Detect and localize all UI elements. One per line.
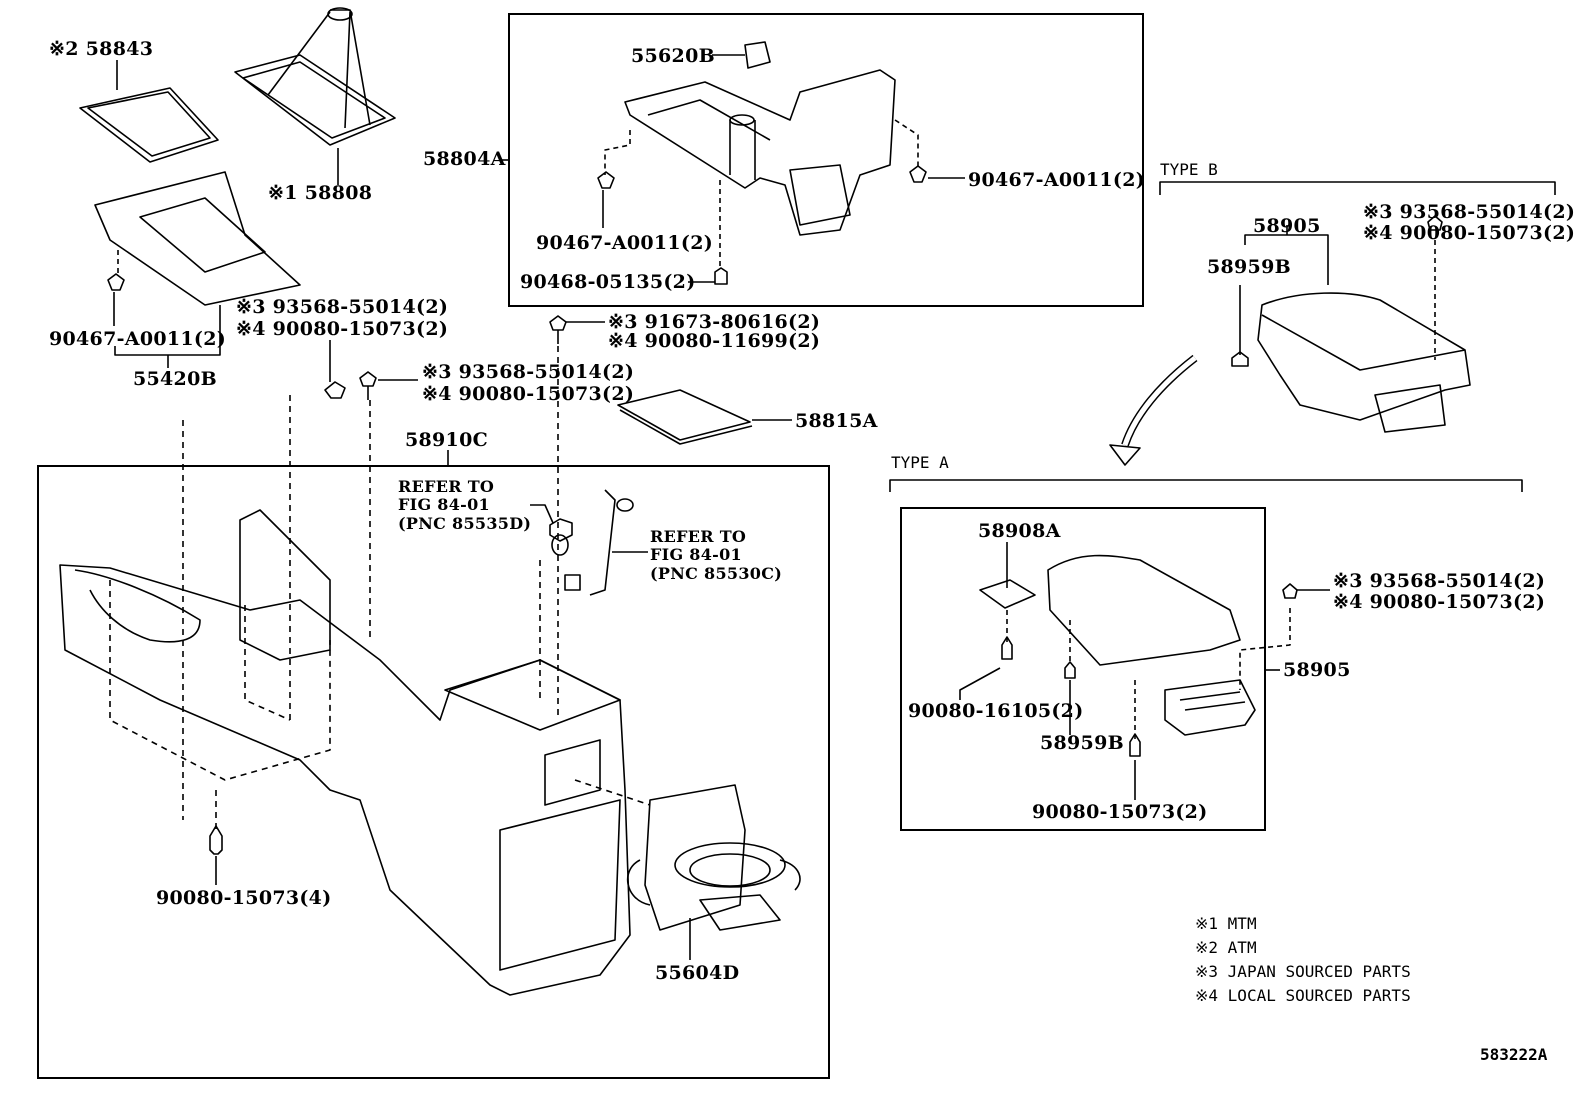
refer-note-2-line1: REFER TO	[650, 527, 747, 546]
figure-id: 583222A	[1480, 1045, 1548, 1064]
type-b-label-screw-japan[interactable]: ※3 93568-55014(2)	[1363, 201, 1576, 223]
label-screw-c-japan[interactable]: ※3 91673-80616(2)	[608, 311, 821, 333]
mat-58815A	[617, 389, 751, 441]
label-55420B[interactable]: 55420B	[133, 368, 217, 390]
screw-a	[324, 381, 346, 399]
shift-boot-58808	[234, 7, 396, 146]
screw-c	[549, 315, 567, 344]
legend-item: ※3 JAPAN SOURCED PARTS	[1195, 962, 1411, 981]
type-a-heading: TYPE A	[891, 453, 949, 472]
label-screw-b-japan[interactable]: ※3 93568-55014(2)	[422, 361, 635, 383]
type-a-label-90080-15073[interactable]: 90080-15073(2)	[1032, 801, 1208, 823]
label-clip-left[interactable]: 90467-A0011(2)	[49, 328, 227, 350]
refer-note-1-line2[interactable]: FIG 84-01	[398, 495, 490, 514]
arrow-head-icon	[1109, 444, 1141, 466]
label-screw-b-local[interactable]: ※4 90080-15073(2)	[422, 383, 635, 405]
armrest-lid-type-a	[1047, 554, 1241, 666]
screw-90080-bottom	[209, 825, 223, 855]
label-screw-c-local[interactable]: ※4 90080-11699(2)	[608, 330, 821, 352]
arrow-shaft	[1121, 354, 1198, 447]
label-clip-top-right[interactable]: 90467-A0011(2)	[968, 169, 1146, 191]
clip-58959B-a	[1064, 661, 1076, 679]
clip-90467-left	[107, 273, 125, 291]
type-a-label-90080-16105[interactable]: 90080-16105(2)	[908, 700, 1084, 722]
label-clip-top-left[interactable]: 90467-A0011(2)	[536, 232, 714, 254]
label-58804A[interactable]: 58804A	[423, 148, 506, 170]
cup-holder-55604D	[626, 784, 801, 931]
refer-note-1-line1: REFER TO	[398, 477, 495, 496]
type-b-bracket	[1159, 181, 1556, 195]
label-58808[interactable]: ※1 58808	[268, 182, 373, 204]
label-90468-05135[interactable]: 90468-05135(2)	[520, 271, 696, 293]
console-box-58804A	[624, 41, 896, 236]
label-screw-a-local[interactable]: ※4 90080-15073(2)	[236, 318, 449, 340]
label-screw-a-japan[interactable]: ※3 93568-55014(2)	[236, 296, 449, 318]
type-a-label-58905[interactable]: 58905	[1283, 659, 1351, 681]
clip-58959B-b	[1231, 351, 1249, 367]
footnote-legend: ※1 MTM ※2 ATM ※3 JAPAN SOURCED PARTS ※4 …	[1195, 912, 1411, 1008]
armrest-type-b	[1257, 292, 1471, 433]
type-a-label-screw-japan[interactable]: ※3 93568-55014(2)	[1333, 570, 1546, 592]
label-58843[interactable]: ※2 58843	[49, 38, 154, 60]
type-a-label-58908A[interactable]: 58908A	[978, 520, 1061, 542]
label-55604D[interactable]: 55604D	[655, 962, 740, 984]
legend-item: ※1 MTM	[1195, 914, 1257, 933]
type-a-frame	[900, 507, 1266, 831]
screw-b	[359, 371, 377, 400]
accessory-socket	[549, 518, 573, 542]
main-console-frame	[37, 465, 830, 1079]
legend-item: ※2 ATM	[1195, 938, 1257, 957]
type-b-label-screw-local[interactable]: ※4 90080-15073(2)	[1363, 222, 1576, 244]
label-58910C[interactable]: 58910C	[405, 429, 489, 451]
type-a-label-screw-local[interactable]: ※4 90080-15073(2)	[1333, 591, 1546, 613]
type-a-bracket	[889, 479, 1523, 492]
type-a-label-58959B[interactable]: 58959B	[1040, 732, 1124, 754]
refer-note-2-line3: (PNC 85530C)	[650, 564, 783, 583]
legend-item: ※4 LOCAL SOURCED PARTS	[1195, 986, 1411, 1005]
refer-note-1-line3: (PNC 85535D)	[398, 514, 532, 533]
type-b-label-58905[interactable]: 58905	[1253, 215, 1321, 237]
refer-note-2-line2[interactable]: FIG 84-01	[650, 545, 742, 564]
label-58815A[interactable]: 58815A	[795, 410, 878, 432]
type-b-heading: TYPE B	[1160, 160, 1218, 179]
shift-panel-55420B	[94, 171, 301, 306]
bracket-58908A	[979, 579, 1036, 609]
label-55620B[interactable]: 55620B	[631, 45, 715, 67]
console-body-58910C	[59, 509, 631, 996]
shift-bezel-58843	[79, 87, 219, 163]
top-box-frame	[508, 13, 1144, 307]
type-b-label-58959B[interactable]: 58959B	[1207, 256, 1291, 278]
label-90080-15073-4[interactable]: 90080-15073(4)	[156, 887, 332, 909]
